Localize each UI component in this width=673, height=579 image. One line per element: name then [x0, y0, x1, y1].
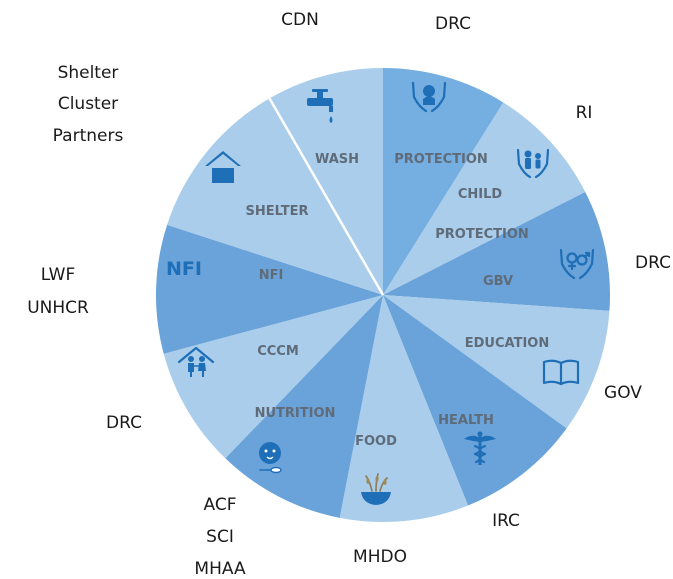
- child-spoon-icon: [259, 442, 282, 474]
- partner-education: GOV: [604, 383, 642, 403]
- partner-shelter-1: Shelter: [58, 63, 119, 83]
- house-icon: [205, 151, 241, 183]
- sector-label-health: HEALTH: [438, 413, 494, 428]
- caduceus-icon: [464, 431, 496, 465]
- water-tap-icon: [307, 89, 333, 123]
- grain-bowl-icon: [361, 473, 391, 505]
- partner-protection: DRC: [435, 14, 471, 34]
- wedge-health: [383, 295, 567, 506]
- wedge-gbv: [383, 191, 611, 311]
- sector-label-nutrition: NUTRITION: [255, 406, 336, 421]
- sector-label-child-protection-line1: CHILD: [458, 187, 503, 202]
- sector-label-nfi: NFI: [259, 268, 284, 283]
- partner-cccm: DRC: [106, 413, 142, 433]
- partner-nutrition-2: SCI: [206, 527, 234, 547]
- wedge-protection: [383, 68, 504, 295]
- hands-gender-icon: [559, 248, 595, 280]
- wedge-cccm: [163, 295, 383, 459]
- partner-nfi-2: UNHCR: [27, 298, 89, 318]
- sector-label-food: FOOD: [355, 434, 397, 449]
- partner-child-protection: RI: [576, 103, 593, 123]
- sector-label-cccm: CCCM: [257, 344, 299, 359]
- partner-gbv: DRC: [635, 253, 671, 273]
- wedge-food: [339, 295, 469, 523]
- partner-shelter-2: Cluster: [58, 94, 118, 114]
- sector-label-wash: WASH: [315, 152, 359, 167]
- sector-label-education: EDUCATION: [465, 336, 549, 351]
- partner-nfi-1: LWF: [41, 265, 76, 285]
- partner-nutrition-1: ACF: [204, 495, 237, 515]
- wedge-wash: [269, 67, 383, 295]
- wedge-divider: [268, 97, 385, 296]
- wedge-nfi: [155, 224, 383, 354]
- house-family-icon: [177, 346, 215, 377]
- partner-nutrition-3: MHAA: [194, 559, 246, 579]
- partner-food: MHDO: [353, 547, 407, 567]
- sector-label-protection: PROTECTION: [394, 152, 488, 167]
- wedge-child-protection: [383, 102, 586, 296]
- wedge-group: [155, 67, 611, 523]
- sector-label-gbv: GBV: [483, 274, 513, 289]
- wedge-education: [383, 295, 610, 429]
- hands-family-icon: [516, 148, 550, 179]
- partner-shelter-3: Partners: [53, 126, 124, 146]
- open-book-icon: [542, 359, 580, 386]
- wedge-shelter: [167, 98, 383, 295]
- nfi-icon: NFI: [166, 258, 202, 280]
- hands-person-icon: [411, 81, 447, 113]
- partner-wash: CDN: [281, 10, 319, 30]
- sector-label-shelter: SHELTER: [245, 204, 308, 219]
- partner-health: IRC: [492, 511, 520, 531]
- sector-label-child-protection-line2: PROTECTION: [435, 227, 529, 242]
